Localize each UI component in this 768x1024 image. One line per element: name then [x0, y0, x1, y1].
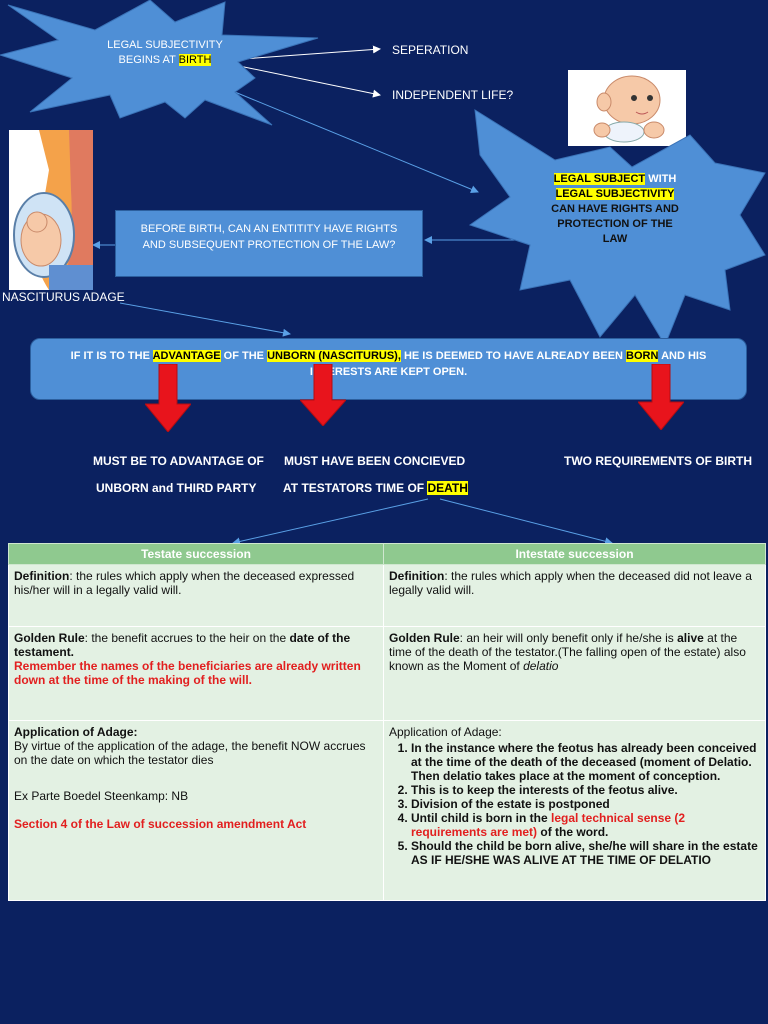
adage-text-4: AND HIS [658, 350, 707, 362]
succession-table: Testate succession Intestate succession … [8, 543, 766, 901]
pregnant-woman-illustration [9, 130, 93, 290]
star1-line2-prefix: BEGINS AT [118, 54, 179, 66]
testate-definition: Definition: the rules which apply when t… [8, 564, 384, 627]
item4-red: legal technical sense (2 requirements ar… [411, 811, 686, 839]
legal-subject-star-text: LEGAL SUBJECT WITH LEGAL SUBJECTIVITY CA… [535, 172, 695, 247]
adage-line2: INTERESTS ARE KEPT OPEN. [309, 366, 468, 378]
advantage-highlight: ADVANTAGE [152, 350, 221, 362]
table-row: Application of Adage: By virtue of the a… [8, 720, 766, 901]
intestate-golden-rule: Golden Rule: an heir will only benefit o… [383, 626, 766, 721]
adage-text-3: HE IS DEEMED TO HAVE ALREADY BEEN [400, 350, 627, 362]
header-intestate: Intestate succession [383, 543, 766, 565]
item4-post: of the word. [537, 825, 609, 839]
list-item: Until child is born in the legal technic… [411, 811, 760, 839]
down-arrow-2 [300, 364, 346, 426]
question-line1: BEFORE BIRTH, CAN AN ENTITITY HAVE RIGHT… [140, 223, 398, 235]
testate-golden-rule: Golden Rule: the benefit accrues to the … [8, 626, 384, 721]
cell-bold: date of the testament. [14, 631, 351, 659]
baby-icon [593, 75, 665, 143]
legal-subjectivity-highlight: LEGAL SUBJECTIVITY [555, 188, 675, 200]
star2-line4: PROTECTION OF THE [557, 218, 673, 230]
starburst-shape-2 [468, 109, 766, 347]
list-item: Division of the estate is postponed [411, 797, 760, 811]
cell-heading: Application of Adage: [389, 725, 502, 739]
legal-subjectivity-star-text: LEGAL SUBJECTIVITY BEGINS AT BIRTH [80, 38, 250, 68]
cell-bold: Golden Rule [14, 631, 85, 645]
birth-highlight: BIRTH [178, 54, 212, 66]
separation-label: SEPERATION [392, 43, 469, 57]
cell-text: : the rules which apply when the decease… [14, 569, 355, 597]
cell-bold: Definition [14, 569, 70, 583]
cell-text: : the benefit accrues to the heir on the [84, 631, 290, 645]
testate-application: Application of Adage: By virtue of the a… [8, 720, 384, 901]
condition-1-line1: MUST BE TO ADVANTAGE OF [93, 454, 264, 468]
death-highlight: DEATH [427, 481, 468, 495]
application-list: In the instance where the feotus has alr… [389, 741, 760, 867]
question-line2: AND SUBSEQUENT PROTECTION OF THE LAW? [142, 239, 396, 251]
cell-text: at the time of the death of the testator… [389, 631, 746, 673]
list-item: Should the child be born alive, she/he w… [411, 839, 760, 867]
condition-1-line2: UNBORN and THIRD PARTY [96, 481, 257, 495]
cell-text: : an heir will only benefit only if he/s… [459, 631, 678, 645]
cell-bold: Golden Rule [389, 631, 460, 645]
pregnant-woman-icon [13, 130, 93, 290]
adage-text-2: OF THE [220, 350, 268, 362]
condition-2-line2: AT TESTATORS TIME OF [283, 481, 428, 495]
condition-2-line1: MUST HAVE BEEN CONCIEVED [284, 454, 466, 468]
adage-text-1: IF IT IS TO THE [70, 350, 153, 362]
cell-red-note: Remember the names of the beneficiaries … [14, 659, 361, 687]
born-highlight: BORN [626, 350, 659, 362]
list-item: This is to keep the interests of the feo… [411, 783, 760, 797]
cell-text: By virtue of the application of the adag… [14, 739, 366, 767]
independent-life-label: INDEPENDENT LIFE? [392, 88, 514, 102]
star2-with: WITH [645, 173, 677, 185]
cell-bold: Application of Adage: [14, 725, 138, 739]
down-arrow-1 [145, 364, 191, 432]
star2-line3: CAN HAVE RIGHTS AND [551, 203, 679, 215]
case-reference: Ex Parte Boedel Steenkamp: NB [14, 789, 189, 803]
starburst-shape-1 [0, 0, 319, 126]
unborn-highlight: UNBORN (NASCITURUS), [267, 350, 401, 362]
legal-subject-highlight: LEGAL SUBJECT [553, 173, 646, 185]
adage-box: IF IT IS TO THE ADVANTAGE OF THE UNBORN … [30, 338, 747, 400]
down-arrow-3 [638, 364, 684, 430]
intestate-application: Application of Adage: In the instance wh… [383, 720, 766, 901]
star2-line5: LAW [602, 233, 628, 245]
condition-3-line1: TWO REQUIREMENTS OF BIRTH [564, 454, 752, 468]
nasciturus-adage-label: NASCITURUS ADAGE [2, 290, 125, 304]
cell-italic: delatio [523, 659, 559, 673]
star1-line1: LEGAL SUBJECTIVITY [107, 39, 223, 51]
table-row: Golden Rule: the benefit accrues to the … [8, 626, 766, 721]
list-item: In the instance where the feotus has alr… [411, 741, 760, 783]
cell-text: : the rules which apply when the decease… [389, 569, 752, 597]
intestate-definition: Definition: the rules which apply when t… [383, 564, 766, 627]
cell-bold: alive [677, 631, 704, 645]
statute-reference: Section 4 of the Law of succession amend… [14, 817, 307, 831]
header-testate: Testate succession [8, 543, 384, 565]
cell-bold: Definition [389, 569, 445, 583]
table-row: Definition: the rules which apply when t… [8, 564, 766, 627]
table-header-row: Testate succession Intestate succession [8, 543, 766, 565]
item4-text: Until child is born in the [411, 811, 551, 825]
question-box: BEFORE BIRTH, CAN AN ENTITITY HAVE RIGHT… [115, 210, 423, 277]
baby-illustration [568, 70, 686, 146]
